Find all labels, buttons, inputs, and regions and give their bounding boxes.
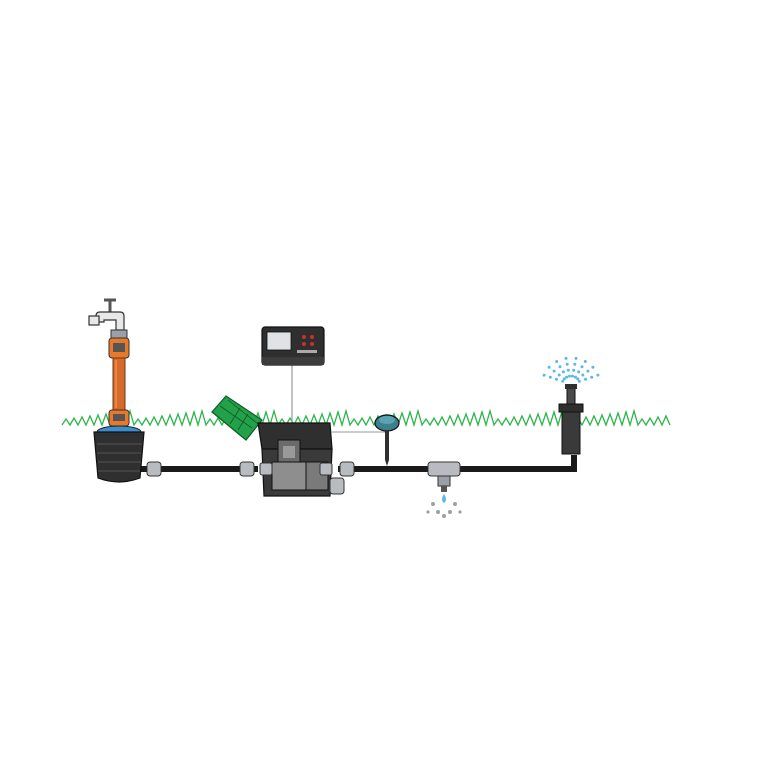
pipe-icon [140, 461, 560, 477]
valve-box-icon [211, 395, 345, 497]
garden-tap-icon [88, 298, 125, 331]
orange-hose-icon [108, 329, 130, 427]
drainage-valve-icon [426, 461, 462, 518]
pop-up-sprinkler-icon [542, 356, 600, 472]
soil-moisture-sensor-icon [374, 414, 400, 466]
water-connection-box-icon [93, 425, 145, 483]
irrigation-controller-icon [261, 326, 325, 432]
